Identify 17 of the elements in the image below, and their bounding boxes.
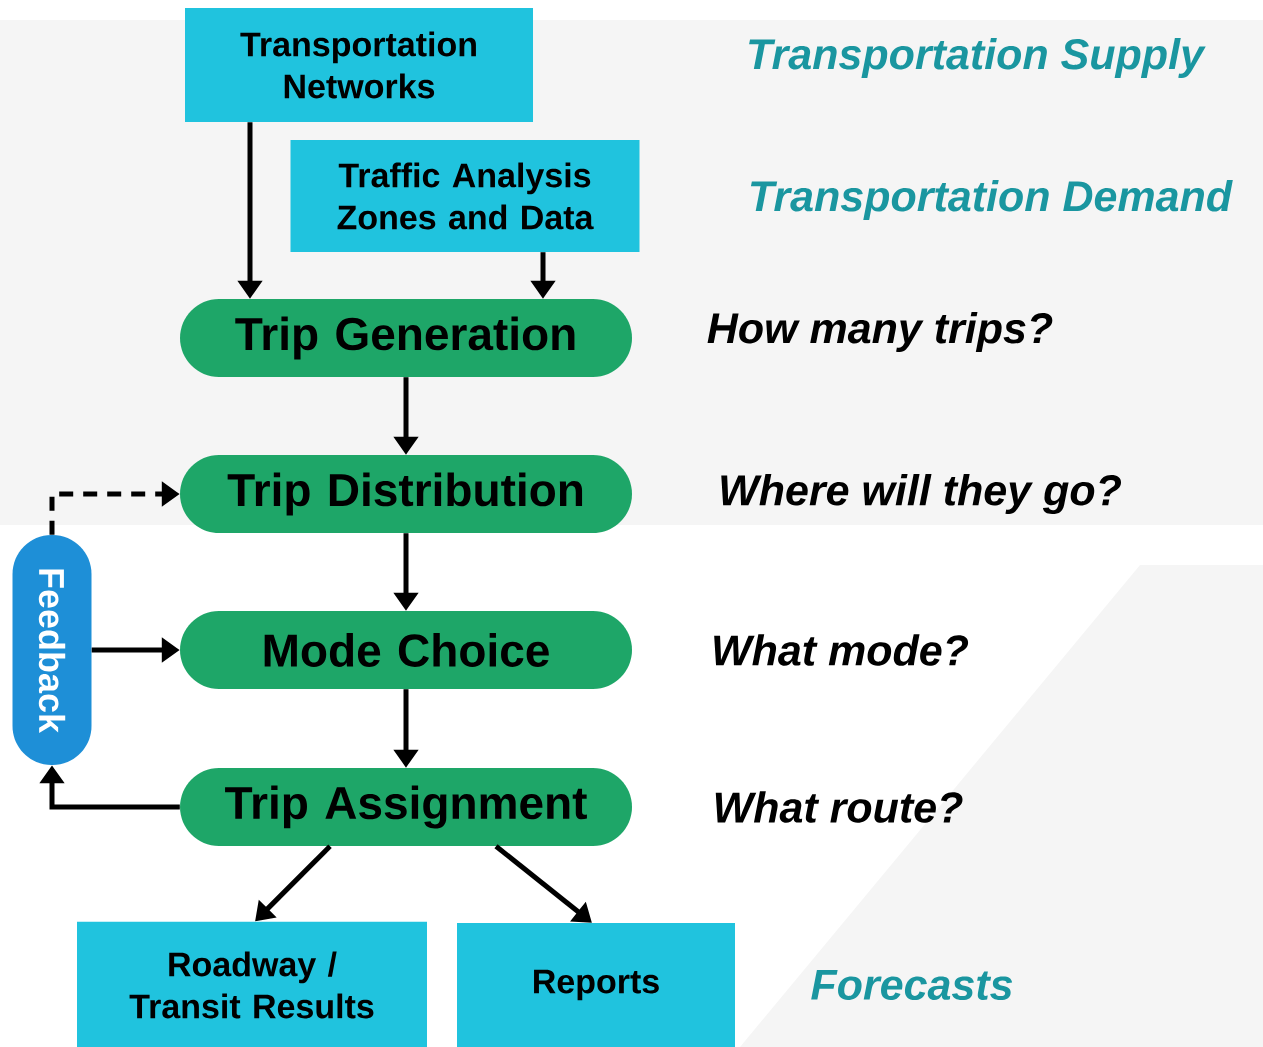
process-pill: Trip Generation bbox=[180, 299, 632, 377]
process-pill: Trip Distribution bbox=[180, 455, 632, 533]
question-label: What route? bbox=[715, 791, 963, 823]
process-pill: Trip Assignment bbox=[180, 768, 632, 846]
section-label: Forecasts bbox=[811, 970, 1013, 1000]
process-box: Transportation Networks bbox=[185, 8, 533, 122]
process-box: Roadway / Transit Results bbox=[77, 921, 427, 1047]
question-label: How many trips? bbox=[707, 311, 1053, 353]
process-box: Traffic Analysis Zones and Data bbox=[290, 140, 640, 252]
question-label: Where will they go? bbox=[721, 473, 1121, 515]
arrow bbox=[494, 844, 592, 923]
process-pill: Mode Choice bbox=[180, 611, 632, 689]
process-box: Reports bbox=[457, 923, 735, 1047]
question-label: What mode? bbox=[714, 634, 969, 666]
section-label: Transportation Supply bbox=[749, 37, 1206, 79]
section-label: Transportation Demand bbox=[750, 179, 1233, 221]
feedback-pill: Feedback bbox=[12, 535, 92, 765]
